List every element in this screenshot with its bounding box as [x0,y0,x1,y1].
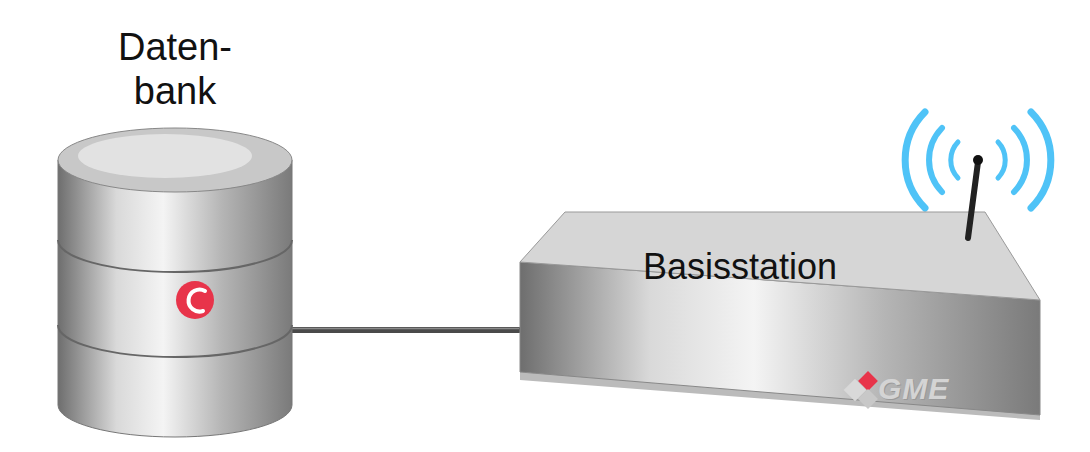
node-label: Basisstation [615,247,865,287]
cable-connector [291,329,519,331]
base-station-box: Basisstation [515,150,1045,422]
logo-text: GME [878,372,949,406]
node-heading: Daten- bank [105,25,245,113]
database-cylinder: Daten- bank [55,25,295,435]
